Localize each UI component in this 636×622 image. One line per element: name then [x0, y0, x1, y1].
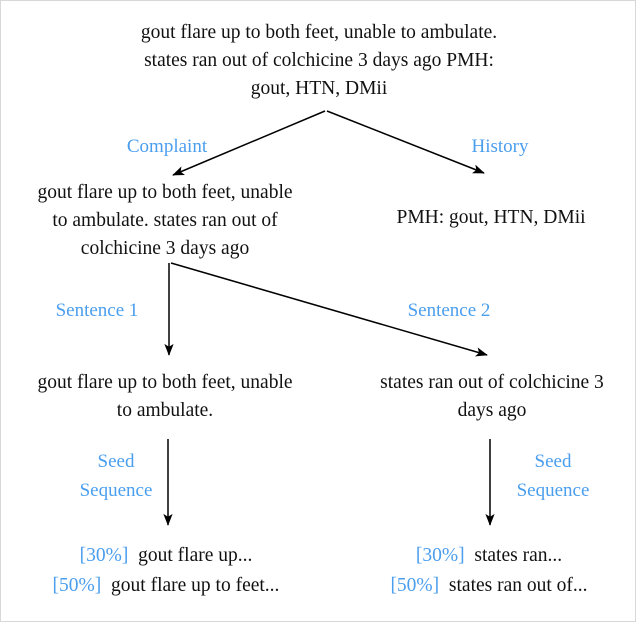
- leaf-text: gout flare up to feet...: [111, 575, 280, 596]
- edge-label-complaint: Complaint: [126, 136, 208, 157]
- leaf-row: [30%] gout flare up...: [11, 541, 321, 571]
- leaf-percent: [30%]: [79, 545, 134, 566]
- node-sentence-2-text: states ran out of colchicine 3 days ago: [380, 372, 604, 421]
- leaf-percent: [50%]: [390, 575, 445, 596]
- node-complaint-text: gout flare up to both feet, unable to am…: [37, 182, 293, 259]
- root-note-text: gout flare up to both feet, unable to am…: [140, 22, 498, 99]
- leaf-row: [50%] gout flare up to feet...: [11, 571, 321, 601]
- leaf-text: states ran...: [474, 545, 563, 566]
- edge-label-sentence-2: Sentence 2: [407, 300, 491, 321]
- leaf-row: [50%] states ran out of...: [349, 571, 629, 601]
- node-sentence-1-text: gout flare up to both feet, unable to am…: [37, 372, 293, 421]
- leaf-group-left: [30%] gout flare up... [50%] gout flare …: [11, 541, 321, 601]
- leaf-text: gout flare up...: [138, 545, 253, 566]
- edge-label-seed-sequence-right: Seed Sequence: [516, 451, 590, 501]
- leaf-percent: [50%]: [52, 575, 107, 596]
- edge-label-seed-sequence-left: Seed Sequence: [79, 451, 153, 501]
- leaf-text: states ran out of...: [448, 575, 588, 596]
- leaf-percent: [30%]: [415, 545, 470, 566]
- leaf-group-right: [30%] states ran... [50%] states ran out…: [349, 541, 629, 601]
- node-history-text: PMH: gout, HTN, DMii: [396, 207, 586, 228]
- edge-label-history: History: [471, 136, 529, 157]
- leaf-row: [30%] states ran...: [349, 541, 629, 571]
- edge-label-sentence-1: Sentence 1: [55, 300, 139, 321]
